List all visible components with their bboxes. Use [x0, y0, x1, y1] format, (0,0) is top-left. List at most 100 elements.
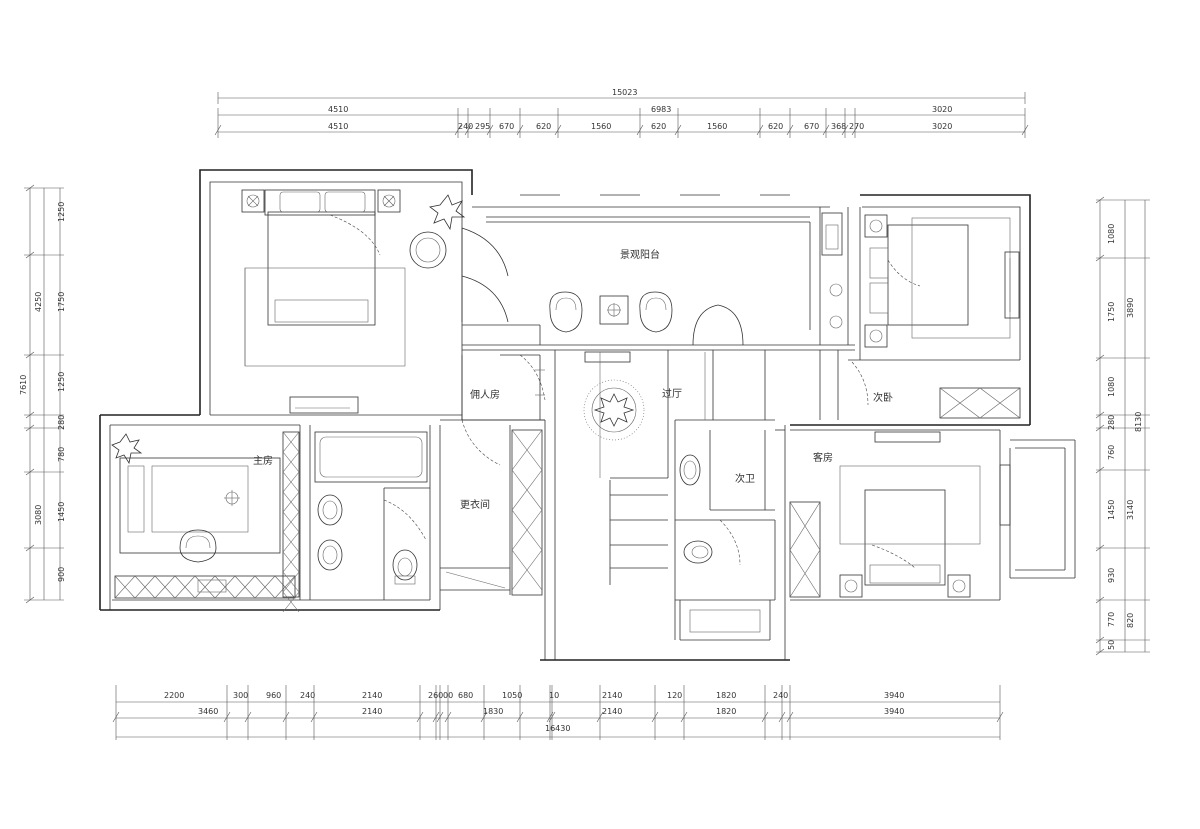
dim-bot-r1-9: 10	[549, 691, 559, 700]
armchair-icon	[409, 231, 447, 269]
dim-top-r2-10: 368	[831, 122, 846, 131]
dim-top-r2-12: 3020	[932, 122, 952, 131]
dim-top-r2-5: 1560	[591, 122, 611, 131]
dim-right-r1-8: 50	[1107, 640, 1116, 650]
plant-icon	[829, 283, 843, 329]
cabinet-cell	[154, 575, 176, 599]
dim-right-r1-6: 930	[1107, 568, 1116, 583]
cabinet-cell	[194, 575, 216, 599]
dim-top-r2-8: 620	[768, 122, 783, 131]
cabinet-cell	[274, 575, 296, 599]
dim-bot-r1-3: 240	[300, 691, 315, 700]
top-dimensions: 15023 4510 6983 3020 4510 240 295 670 62…	[214, 88, 1029, 138]
guest-room	[789, 431, 1011, 598]
dim-right-r2-2: 820	[1126, 613, 1135, 628]
dim-top-r2-1: 240	[458, 122, 473, 131]
dim-bot-r2-1: 2140	[362, 707, 382, 716]
dim-left-r1-1: 1750	[57, 292, 66, 312]
bed-icon	[864, 489, 946, 586]
door-swing-icon	[692, 304, 744, 346]
dim-right-total: 8130	[1134, 412, 1143, 432]
dim-right-r1-1: 1750	[1107, 302, 1116, 322]
room-label-second-bedroom: 次卧	[873, 391, 893, 404]
master-bathroom	[314, 431, 428, 601]
dim-bot-r1-7: 680	[458, 691, 473, 700]
dim-bot-r1-4: 2140	[362, 691, 382, 700]
dim-bot-r1-11: 120	[667, 691, 682, 700]
dim-bot-r2-3: 2140	[602, 707, 622, 716]
dim-top-r2-4: 620	[536, 122, 551, 131]
dim-top-a: 4510	[328, 105, 348, 114]
dim-bot-r1-0: 2200	[164, 691, 184, 700]
dim-right-r1-0: 1080	[1107, 224, 1116, 244]
dim-right-r1-2: 1080	[1107, 377, 1116, 397]
plant-icon	[111, 433, 143, 465]
cabinet-cell	[114, 575, 136, 599]
bottom-dimensions: 2200 300 960 240 2140 260 00 680 1050 10…	[112, 685, 1004, 740]
right-dimensions: 1080 1750 1080 280 760 1450 930 770 50 3…	[1095, 196, 1150, 656]
room-label-dressing: 更衣间	[460, 498, 490, 511]
dim-bot-r1-6: 00	[443, 691, 453, 700]
dim-left-total: 7610	[19, 375, 28, 395]
dim-right-r1-7: 770	[1107, 612, 1116, 627]
wardrobe-cell	[282, 551, 300, 573]
tv-cabinet	[874, 431, 941, 443]
foyer	[583, 352, 706, 478]
dim-bot-r2-0: 3460	[198, 707, 218, 716]
master-bedroom-lower	[111, 431, 300, 613]
room-label-servant: 佣人房	[470, 388, 500, 401]
cabinet-cell	[214, 575, 236, 599]
servant-room	[519, 354, 546, 401]
room-label-foyer: 过厅	[662, 387, 682, 400]
dim-bot-r1-8: 1050	[502, 691, 522, 700]
dim-bot-r1-12: 1820	[716, 691, 736, 700]
dim-left-r1-4: 780	[57, 447, 66, 462]
dim-bot-r2-4: 1820	[716, 707, 736, 716]
tv-cabinet	[1004, 251, 1020, 319]
dim-top-r2-6: 620	[651, 122, 666, 131]
dim-left-r1-5: 1450	[57, 502, 66, 522]
armchair-icon	[639, 291, 673, 333]
dim-top-r2-11: 270	[849, 122, 864, 131]
basin-icon	[679, 454, 701, 486]
armchair-icon	[549, 291, 583, 333]
dim-bot-r1-14: 3940	[884, 691, 904, 700]
second-bedroom	[851, 214, 1021, 419]
dim-left-r1-3: 280	[57, 415, 66, 430]
toilet-icon	[392, 549, 418, 585]
room-label-master: 主房	[253, 454, 273, 467]
room-labels: 景观阳台 佣人房 过厅 次卧 主房 更衣间 次卫 客房	[253, 248, 893, 511]
dim-bot-r1-5: 260	[428, 691, 443, 700]
cabinet-cell	[254, 575, 276, 599]
side-table	[599, 295, 629, 325]
dim-bot-r1-10: 2140	[602, 691, 622, 700]
bed-icon	[267, 191, 376, 326]
wardrobe-cell	[282, 491, 300, 513]
room-label-guest: 客房	[813, 451, 833, 464]
dim-top-r2-3: 670	[499, 122, 514, 131]
nightstand-lamp-icon	[377, 189, 401, 213]
dim-top-total: 15023	[612, 88, 637, 97]
dressing-room	[445, 419, 543, 596]
dim-right-r1-5: 1450	[1107, 500, 1116, 520]
cabinet-cell	[174, 575, 196, 599]
second-bathroom	[679, 454, 761, 633]
door-swing-icon	[461, 227, 509, 323]
wardrobe-cell	[282, 531, 300, 553]
toilet-icon	[683, 540, 713, 564]
dim-left-r1-0: 1250	[57, 202, 66, 222]
nightstand-lamp-icon	[864, 214, 888, 238]
dim-left-r1-6: 900	[57, 567, 66, 582]
dim-right-r2-1: 3140	[1126, 500, 1135, 520]
dim-top-r2-7: 1560	[707, 122, 727, 131]
dim-bot-r1-13: 240	[773, 691, 788, 700]
dim-bot-r2-2: 1830	[483, 707, 503, 716]
tv-cabinet	[289, 396, 359, 414]
wardrobe-cell	[282, 571, 300, 593]
dim-top-r2-2: 295	[475, 122, 490, 131]
nightstand-lamp-icon	[864, 324, 888, 348]
wardrobe-cell	[282, 451, 300, 473]
room-label-balcony: 景观阳台	[620, 248, 660, 261]
rug-icon	[583, 379, 645, 441]
